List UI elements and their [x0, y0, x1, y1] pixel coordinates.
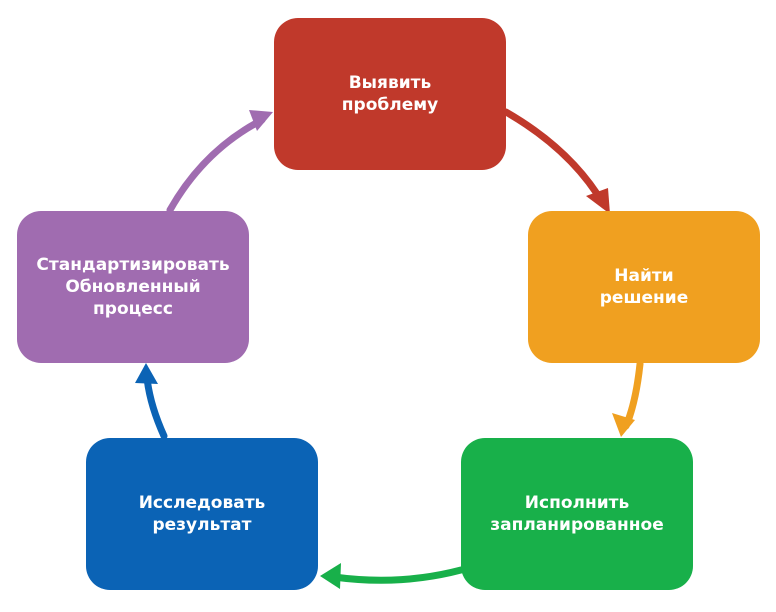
step-label-line: Выявить	[348, 73, 432, 93]
step-label-line: проблему	[341, 95, 439, 115]
step-find-solution: Найти решение	[528, 211, 760, 363]
step-label-line: результат	[152, 515, 252, 535]
step-study-result: Исследовать результат	[86, 438, 318, 590]
step-label-line: Исполнить	[524, 493, 630, 513]
step-label-line: решение	[599, 288, 689, 308]
step-label-line: Обновленный	[65, 277, 201, 297]
step-label-line: Исследовать	[138, 493, 266, 513]
arrow-5-to-1	[166, 110, 273, 214]
step-label-line: запланированное	[490, 515, 664, 535]
step-execute-plan: Исполнить запланированное	[461, 438, 693, 590]
arrow-2-to-3	[612, 360, 644, 437]
step-standardize-process: Стандартизировать Обновленный процесс	[17, 211, 249, 363]
step-label-line: Стандартизировать	[36, 255, 230, 275]
arrow-4-to-5	[135, 363, 168, 440]
step-label-line: процесс	[93, 299, 173, 319]
step-label-line: Найти	[614, 266, 674, 286]
step-identify-problem: Выявить проблему	[274, 18, 506, 170]
arrow-3-to-4	[320, 563, 465, 589]
arrow-1-to-2	[502, 108, 610, 214]
